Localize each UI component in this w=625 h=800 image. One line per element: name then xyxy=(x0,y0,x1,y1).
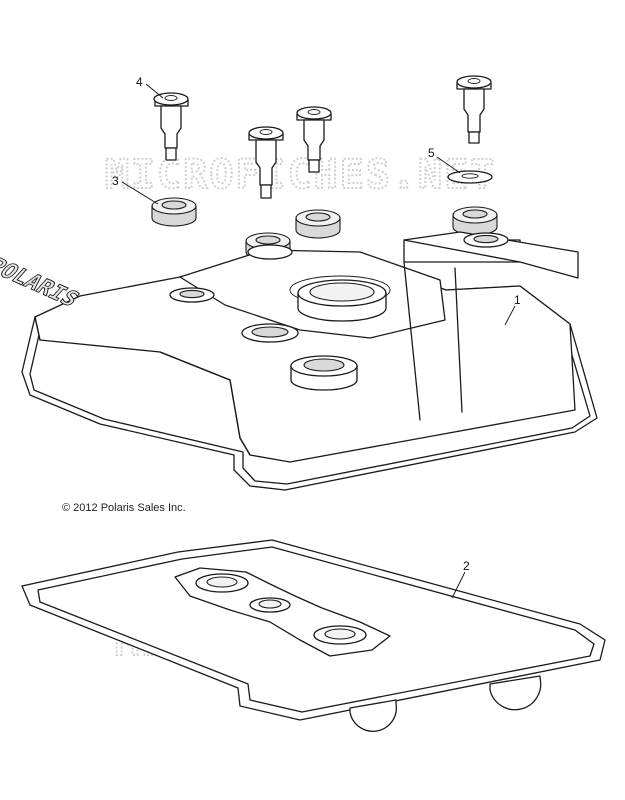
gasket-2 xyxy=(21,539,606,732)
svg-text:1: 1 xyxy=(514,293,521,307)
copyright-notice: © 2012 Polaris Sales Inc. xyxy=(62,502,186,514)
svg-text:3: 3 xyxy=(112,174,119,188)
grommet-3 xyxy=(151,197,197,227)
washer-5 xyxy=(447,170,493,184)
grommet-center-top xyxy=(295,209,341,239)
cover-logo: POLARIS xyxy=(0,254,84,311)
svg-text:4: 4 xyxy=(136,75,143,89)
watermark-top: MICROFICHES.NET xyxy=(105,152,496,198)
grommet-right xyxy=(452,206,498,236)
svg-text:2: 2 xyxy=(463,559,470,573)
bolt-center xyxy=(296,106,332,173)
bolt-4 xyxy=(153,92,189,161)
callout-3: 3 xyxy=(112,174,159,205)
callout-1: 1 xyxy=(504,293,521,326)
callout-4: 4 xyxy=(136,75,164,99)
callout-2: 2 xyxy=(451,559,470,599)
bolt-center-left xyxy=(248,126,284,199)
valve-cover-1: POLARIS xyxy=(0,231,598,491)
bolt-right xyxy=(456,75,492,144)
svg-text:5: 5 xyxy=(428,146,435,160)
callout-5: 5 xyxy=(428,146,461,174)
